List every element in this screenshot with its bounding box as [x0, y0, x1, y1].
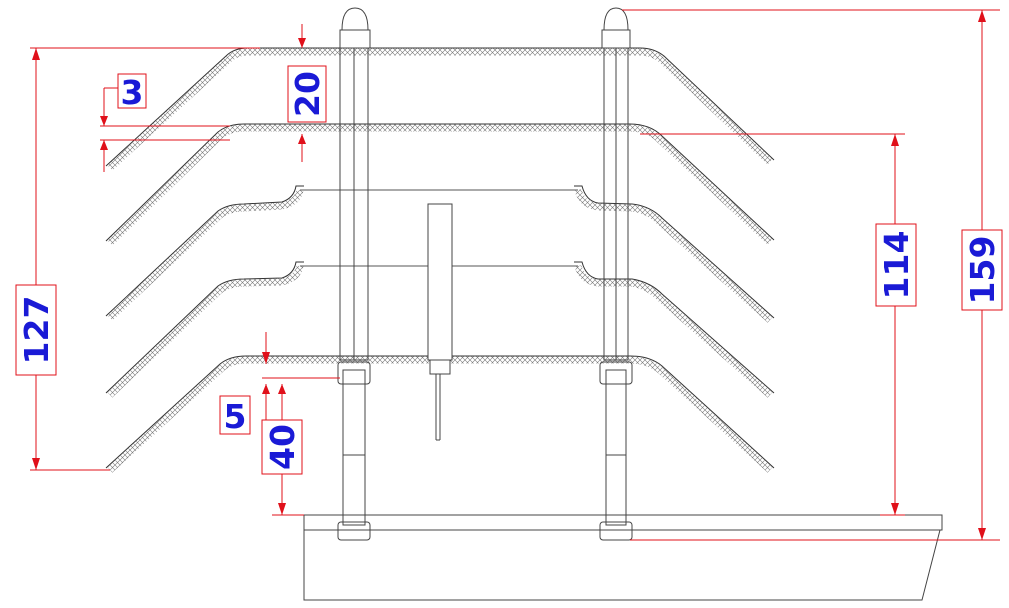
plate-top — [107, 48, 773, 171]
cap-nut-left — [339, 7, 371, 49]
dim-label-40: 40 — [261, 419, 303, 475]
plate-2 — [107, 124, 773, 246]
dimension-lines — [30, 9, 1000, 541]
dim-label-127: 127 — [15, 284, 57, 376]
svg-text:159: 159 — [963, 236, 1002, 305]
dim-label-3: 3 — [117, 73, 147, 112]
dimension-arrows — [32, 10, 986, 540]
svg-text:114: 114 — [877, 231, 916, 300]
sensor-probe — [427, 203, 453, 441]
svg-text:3: 3 — [121, 73, 144, 112]
dim-label-159: 159 — [961, 229, 1003, 311]
svg-text:5: 5 — [224, 397, 247, 436]
plate-4 — [107, 264, 773, 398]
dim-label-114: 114 — [875, 223, 917, 307]
mounting-bracket — [303, 514, 943, 601]
dim-label-20: 20 — [287, 65, 327, 123]
plate-3 — [107, 188, 773, 323]
dim-label-5: 5 — [219, 395, 251, 436]
support-rod-right — [599, 47, 633, 541]
svg-text:20: 20 — [288, 71, 327, 117]
support-rod-left — [337, 47, 371, 541]
svg-text:40: 40 — [263, 424, 302, 470]
svg-text:127: 127 — [17, 296, 56, 365]
cap-nut-right — [601, 7, 631, 49]
